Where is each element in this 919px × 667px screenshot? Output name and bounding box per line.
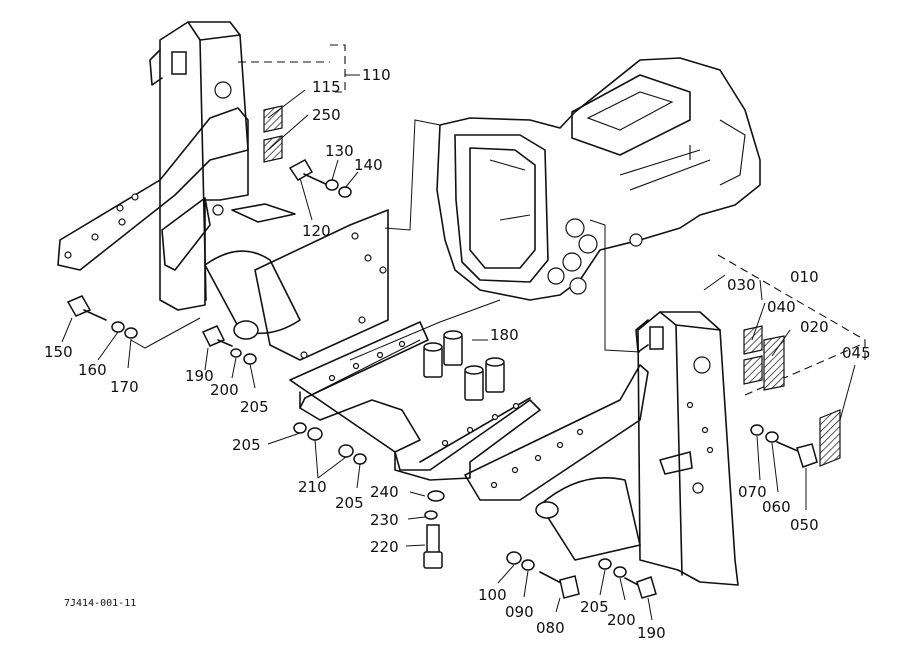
callout-040: 040 [767,298,796,316]
callout-200-left: 200 [210,381,239,399]
callout-205-middle: 205 [232,436,261,454]
callout-020: 020 [800,318,829,336]
callout-240: 240 [370,483,399,501]
callout-180: 180 [490,326,519,344]
transmission-housing [436,57,761,301]
callout-190-bottom: 190 [637,624,666,642]
callout-080: 080 [536,619,565,637]
callout-140: 140 [354,156,383,174]
callout-220: 220 [370,538,399,556]
group-bracket-110 [238,44,346,93]
callout-200-bottom: 200 [607,611,636,629]
callout-010: 010 [790,268,819,286]
callout-170: 170 [110,378,139,396]
callout-060: 060 [762,498,791,516]
callout-250: 250 [312,106,341,124]
assembly-leader-bottom [349,299,501,361]
assembly-leader-left [384,119,441,231]
fasteners [66,158,818,599]
callout-045: 045 [842,344,871,362]
callout-070: 070 [738,483,767,501]
callout-090: 090 [505,603,534,621]
callout-190-left: 190 [185,367,214,385]
callout-115: 115 [312,78,341,96]
callout-205-bottom: 205 [580,598,609,616]
assembly-leader-right [589,219,641,353]
callout-120: 120 [302,222,331,240]
right-bracket [464,311,739,586]
callouts: 110 115 250 130 140 120 150 160 170 180 … [44,66,871,642]
callout-100: 100 [478,586,507,604]
drawing-code: 7J414-001-11 [64,598,136,609]
callout-205-upper: 205 [240,398,269,416]
callout-210: 210 [298,478,327,496]
spacer-collars [423,330,505,401]
callout-150: 150 [44,343,73,361]
callout-130: 130 [325,142,354,160]
callout-050: 050 [790,516,819,534]
step-bracket [289,321,541,481]
callout-160: 160 [78,361,107,379]
left-bracket [57,21,389,361]
callout-030: 030 [727,276,756,294]
callout-230: 230 [370,511,399,529]
decals [263,105,841,467]
callout-110: 110 [362,66,391,84]
callout-205-lower: 205 [335,494,364,512]
leader-lines [61,74,856,621]
